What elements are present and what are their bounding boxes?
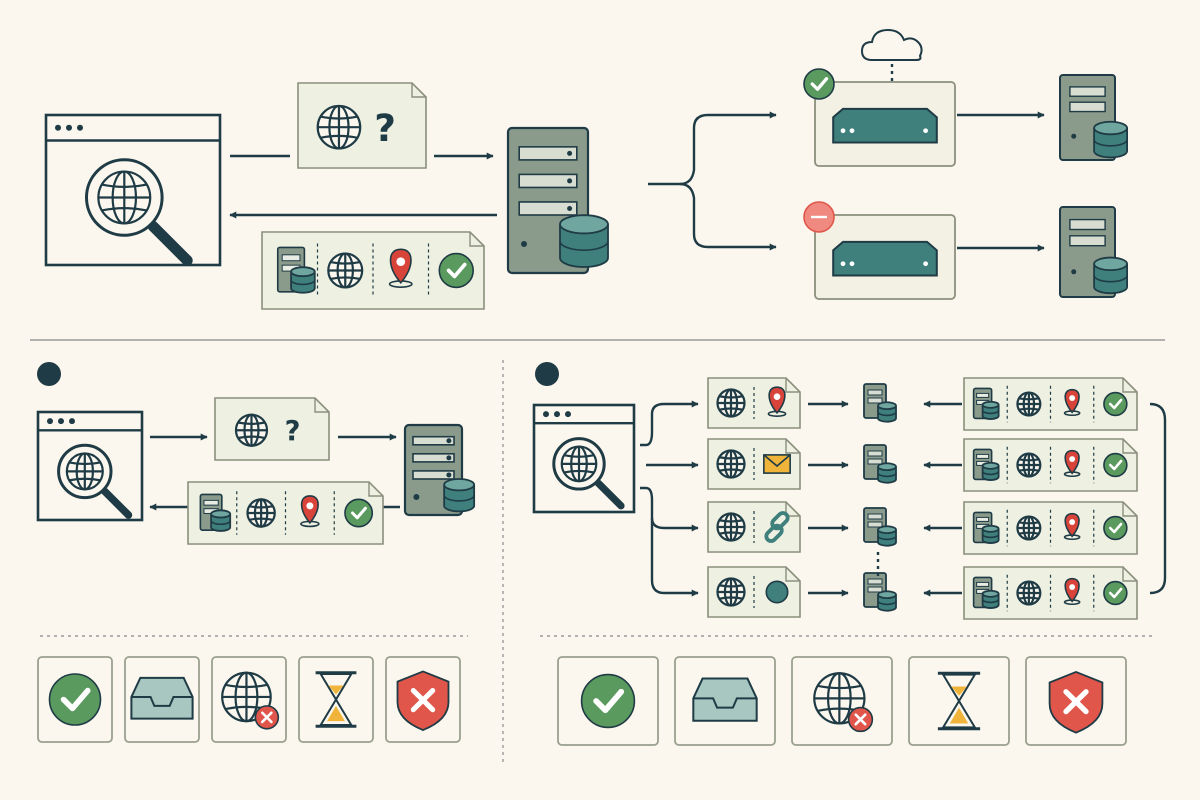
section-marker-right (535, 362, 559, 386)
status-left-globe-error-icon (211, 656, 287, 743)
query-question-mark: ? (285, 416, 301, 447)
client-browser-left (36, 410, 144, 522)
status-right-success-check-icon (557, 656, 659, 746)
record-response-card-2 (963, 438, 1138, 492)
record-server-4 (863, 572, 897, 612)
location-pin-icon (767, 386, 787, 418)
success-check-icon (1103, 391, 1128, 417)
record-query-card-3 (707, 501, 801, 553)
status-left-success-check-icon (37, 656, 113, 743)
success-check-icon (1103, 515, 1128, 541)
router-failed-badge (803, 201, 835, 233)
client-browser-right (532, 403, 636, 514)
record-server-1 (863, 383, 897, 423)
dns-resolver-server-top (506, 126, 609, 275)
record-query-card-4 (707, 566, 801, 618)
status-left-hourglass-timeout-icon (298, 656, 374, 743)
branch-arrow-4 (650, 518, 699, 597)
authoritative-server-2 (1059, 206, 1128, 298)
response-card-top (261, 231, 485, 310)
success-check-icon (438, 252, 474, 289)
envelope-icon (763, 454, 791, 474)
status-success (580, 673, 636, 729)
record-server-3 (863, 507, 897, 547)
branch-arrow-3 (640, 486, 699, 532)
record-response-card-3 (963, 501, 1138, 555)
router-ok (803, 68, 956, 167)
status-right-hourglass-timeout-icon (908, 656, 1010, 746)
authoritative-server-1 (1059, 74, 1128, 161)
status-left-empty-inbox-icon (124, 656, 200, 743)
success-check-icon (344, 498, 374, 528)
status-right-shield-refused-icon (1025, 656, 1127, 746)
record-response-card-4 (963, 566, 1138, 620)
status-right-empty-inbox-icon (674, 656, 776, 746)
response-bracket (1149, 402, 1167, 595)
branch-arrow-1 (640, 400, 699, 447)
status-left-shield-refused-icon (385, 656, 461, 743)
status-success (48, 673, 102, 726)
record-query-card-1 (707, 377, 801, 429)
query-card-top: ? (297, 82, 427, 169)
router-ok-badge (803, 68, 835, 100)
client-browser-top (44, 113, 222, 267)
chain-link-icon (764, 511, 790, 543)
success-check-icon (1103, 452, 1128, 478)
fork-arrow-down (679, 182, 777, 251)
router-failed (803, 201, 956, 300)
cloud-icon (860, 28, 923, 61)
section-marker-left (37, 362, 61, 386)
dns-resolver-server-left (403, 423, 476, 517)
record-response-card-1 (963, 377, 1138, 431)
query-question-mark: ? (374, 106, 396, 150)
record-query-card-2 (707, 438, 801, 490)
status-right-globe-error-icon (791, 656, 893, 746)
response-card-left (187, 481, 384, 545)
fork-arrow-up (648, 111, 777, 186)
record-server-2 (863, 444, 897, 484)
circle-dot-icon (765, 580, 789, 604)
query-card-left: ? (214, 397, 330, 461)
success-check-icon (1103, 580, 1128, 606)
